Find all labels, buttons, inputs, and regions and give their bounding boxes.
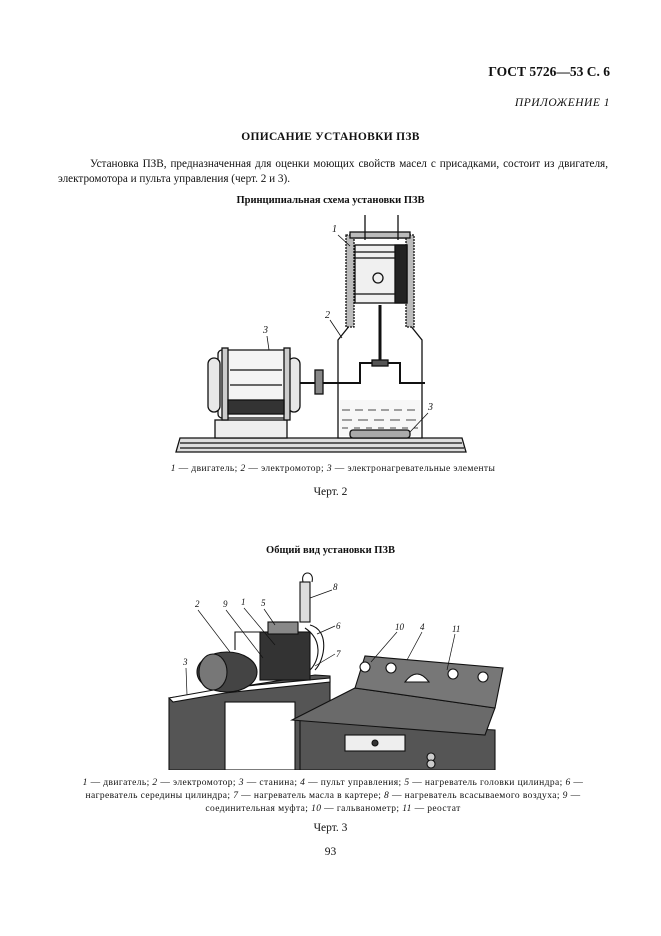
appendix-label: ПРИЛОЖЕНИЕ 1 (514, 97, 610, 109)
callout-2: 3 (262, 325, 268, 336)
callout-3-bottom: 3 (427, 402, 433, 413)
figure1-label: Черт. 2 (313, 486, 348, 498)
paragraph-text: Установка ПЗВ, предназначенная для оценк… (58, 158, 608, 185)
figure2-title: Общий вид установки ПЗВ (266, 545, 395, 556)
schematic-diagram: 1 2 3 3 (175, 215, 467, 453)
callout-8: 8 (333, 582, 338, 592)
page-number: 93 (324, 846, 337, 858)
callout-5: 5 (261, 598, 266, 608)
callout-6: 6 (336, 621, 341, 631)
callout-4: 4 (420, 622, 425, 632)
section-title: ОПИСАНИЕ УСТАНОВКИ ПЗВ (241, 131, 420, 143)
callout-9: 9 (223, 599, 228, 609)
callout-11: 11 (452, 624, 460, 634)
description-paragraph: Установка ПЗВ, предназначенная для оценк… (58, 157, 608, 187)
callout-1: 2 (325, 310, 330, 321)
callout-3: 3 (182, 657, 188, 667)
callout-7: 7 (336, 649, 341, 659)
callout-2: 2 (195, 599, 200, 609)
callout-1: 1 (241, 597, 246, 607)
callout-3-top: 1 (332, 224, 337, 235)
standard-code: ГОСТ 5726—53 С. 6 (488, 64, 610, 79)
general-view-drawing: 2 9 1 5 8 6 7 3 10 4 11 (167, 572, 504, 770)
figure2-legend: 1 — двигатель; 2 — электромотор; 3 — ста… (82, 778, 584, 814)
figure1-title: Принципиальная схема установки ПЗВ (236, 195, 425, 206)
callout-10: 10 (395, 622, 405, 632)
figure1-legend: 1 — двигатель; 2 — электромотор; 3 — эле… (170, 464, 496, 474)
figure2-label: Черт. 3 (313, 822, 348, 834)
